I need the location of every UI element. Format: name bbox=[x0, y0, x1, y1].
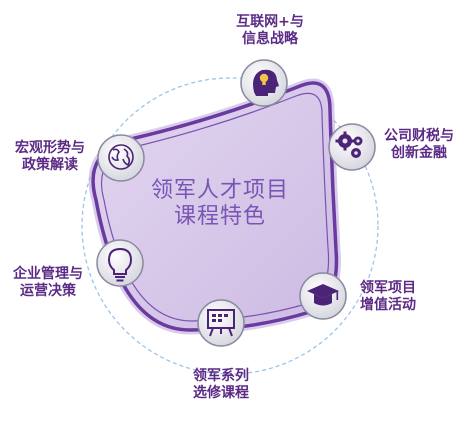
node-internet bbox=[240, 59, 288, 107]
center-title: 领军人才项目 课程特色 bbox=[120, 178, 320, 230]
gears-icon bbox=[335, 131, 363, 158]
triangle-inner-outline bbox=[100, 92, 330, 322]
dashed-orbit-circle bbox=[81, 77, 379, 375]
triangle-shape bbox=[91, 81, 339, 332]
lightbulb-icon bbox=[107, 247, 133, 282]
label-macro: 宏观形势与 政策解读 bbox=[15, 140, 85, 173]
presentation-board-icon bbox=[207, 309, 235, 337]
label-finance: 公司财税与 创新金融 bbox=[384, 128, 454, 161]
label-internet: 互联网+与 信息战略 bbox=[236, 14, 304, 47]
lightbulb-head-icon bbox=[253, 69, 279, 96]
globe-icon bbox=[108, 144, 134, 170]
label-value: 领军项目 增值活动 bbox=[360, 280, 416, 313]
node-finance bbox=[328, 123, 376, 171]
center-title-line1: 领军人才项目 bbox=[150, 178, 289, 203]
node-elective bbox=[197, 299, 245, 347]
node-value bbox=[299, 272, 347, 320]
center-title-line2: 课程特色 bbox=[173, 204, 266, 229]
node-management bbox=[96, 239, 144, 287]
graduation-cap-icon bbox=[307, 284, 339, 306]
label-elective: 领军系列 选修课程 bbox=[193, 368, 249, 401]
label-management: 企业管理与 运营决策 bbox=[13, 266, 83, 299]
node-macro bbox=[97, 134, 145, 182]
